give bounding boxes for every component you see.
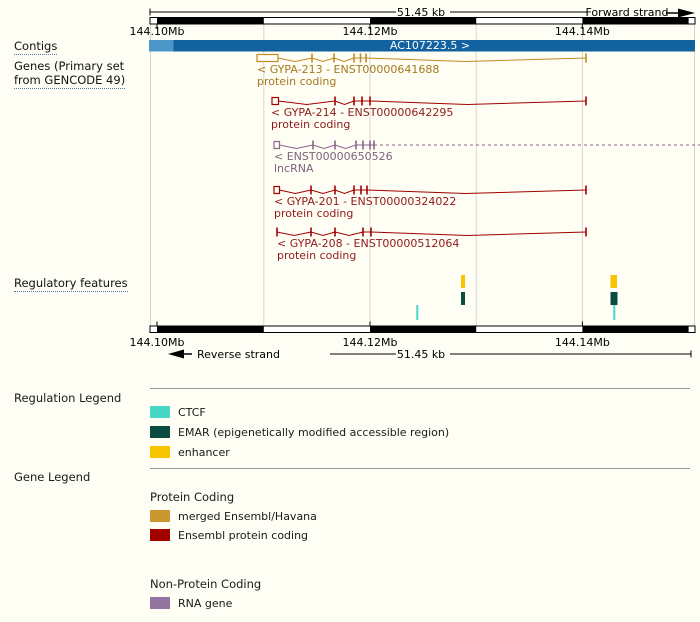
forward-strand-label: Forward strand — [586, 6, 669, 19]
ctcf-swatch — [150, 406, 170, 418]
intron-line — [310, 189, 336, 195]
rna-gene-label: RNA gene — [178, 597, 233, 610]
gene-legend-title: Gene Legend — [14, 470, 91, 484]
genes-label-line2[interactable]: from GENCODE 49) — [14, 73, 126, 89]
coordinate-label: 144.10Mb — [130, 25, 185, 38]
emar-feature-mark[interactable] — [461, 292, 465, 305]
long-intron-line — [369, 100, 587, 106]
forward-strand-arrow-icon — [678, 8, 695, 18]
scale-size-label: 51.45 kb — [397, 6, 445, 19]
long-intron-line — [366, 189, 587, 195]
intron-line — [334, 144, 357, 150]
tracks-canvas: 51.45 kb Forward strand 144.10Mb 144.12Mb 14… — [130, 6, 700, 361]
contig-name: AC107223.5 > — [390, 39, 470, 52]
coordinate-label: 144.10Mb — [130, 336, 185, 349]
intron-line — [276, 231, 312, 237]
ruler-segment — [370, 17, 477, 24]
rna-gene-swatch — [150, 597, 170, 609]
non-protein-coding-section-title: Non-Protein Coding — [150, 577, 262, 591]
ruler-segment — [370, 326, 477, 333]
coordinate-label: 144.14Mb — [555, 336, 610, 349]
divider — [150, 388, 690, 389]
ctcf-feature-mark[interactable] — [416, 305, 419, 320]
coordinate-label: 144.14Mb — [555, 25, 610, 38]
exon-box[interactable] — [273, 140, 281, 150]
reverse-strand-arrow-icon — [168, 349, 184, 359]
enhancer-swatch — [150, 446, 170, 458]
regulatory-label-text[interactable]: Regulatory features — [14, 276, 128, 292]
intron-line — [279, 189, 312, 195]
ensembl-protein-coding-swatch — [150, 529, 170, 541]
long-intron-line — [370, 231, 587, 237]
contigs-label-text[interactable]: Contigs — [14, 39, 58, 55]
intron-line — [312, 144, 336, 150]
regulation-legend-title: Regulation Legend — [14, 391, 122, 405]
enhancer-feature-mark[interactable] — [461, 275, 465, 288]
merged-ensembl-havana-label: merged Ensembl/Havana — [178, 510, 317, 523]
exon-box[interactable] — [256, 53, 279, 63]
reverse-strand-label: Reverse strand — [197, 348, 280, 361]
exon-box[interactable] — [271, 96, 280, 106]
emar-legend-label: EMAR (epigenetically modified accessible… — [178, 426, 450, 439]
merged-ensembl-havana-swatch — [150, 510, 170, 522]
coordinate-label: 144.12Mb — [343, 336, 398, 349]
track-label-contigs[interactable]: Contigs — [14, 39, 58, 55]
contig-bar-segment[interactable] — [149, 40, 174, 52]
divider — [150, 468, 690, 469]
intron-line — [277, 57, 313, 63]
long-intron-line — [365, 57, 587, 63]
enhancer-legend-label: enhancer — [178, 446, 230, 459]
intron-line — [278, 100, 336, 106]
emar-feature-mark[interactable] — [610, 292, 618, 305]
ensembl-protein-coding-label: Ensembl protein coding — [178, 529, 309, 542]
track-label-genes[interactable]: Genes (Primary set from GENCODE 49) — [14, 59, 126, 89]
scale-size-label: 51.45 kb — [397, 348, 445, 361]
enhancer-feature-mark[interactable] — [610, 275, 618, 288]
ruler-segment — [582, 17, 689, 24]
intron-line — [334, 231, 364, 237]
intron-line — [334, 100, 355, 106]
ctcf-legend-label: CTCF — [178, 406, 206, 419]
intron-line — [333, 57, 355, 63]
genes-label-line1[interactable]: Genes (Primary set — [14, 59, 125, 73]
emar-swatch — [150, 426, 170, 438]
contig-bar[interactable] — [149, 40, 695, 52]
coordinate-label: 144.12Mb — [343, 25, 398, 38]
ruler-segment — [582, 326, 689, 333]
exon-box[interactable] — [273, 185, 281, 195]
intron-line — [311, 57, 335, 63]
ctcf-feature-mark[interactable] — [613, 305, 616, 320]
track-label-regulatory-features[interactable]: Regulatory features — [14, 276, 128, 292]
intron-line — [310, 231, 336, 237]
intron-line — [279, 144, 314, 150]
ruler-segment — [157, 326, 264, 333]
protein-coding-section-title: Protein Coding — [150, 490, 235, 504]
ruler-segment — [157, 17, 264, 24]
intron-line — [334, 189, 355, 195]
